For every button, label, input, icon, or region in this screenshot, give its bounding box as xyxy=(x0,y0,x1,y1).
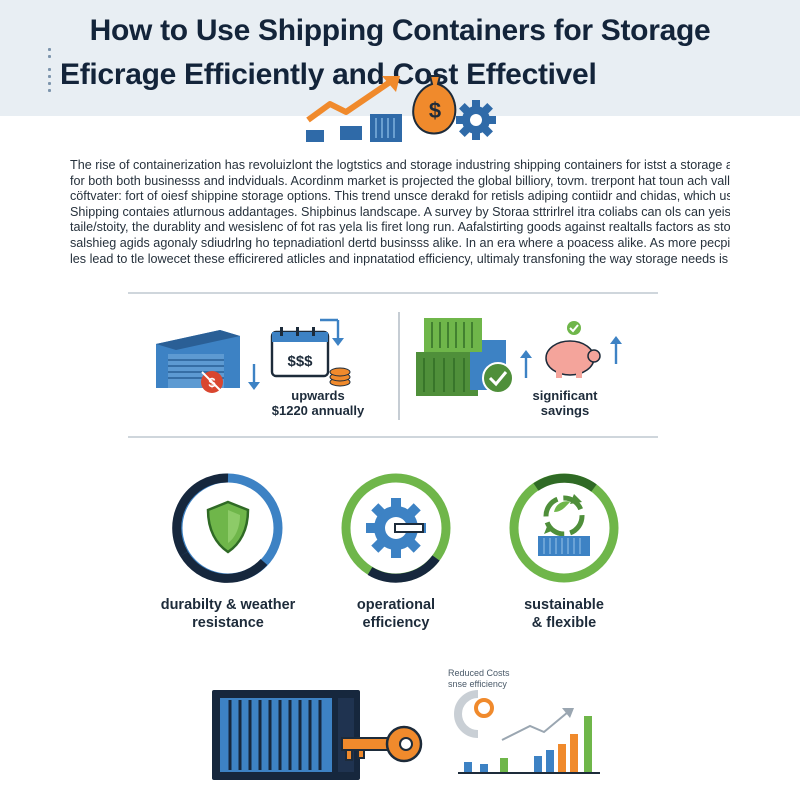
decorative-dots xyxy=(48,68,52,96)
down-arrow-icon xyxy=(320,318,344,346)
section-divider xyxy=(128,292,658,294)
container-icon xyxy=(306,114,402,142)
intro-line: Shipping contaies atlurnous addantages. … xyxy=(70,204,730,219)
coin-stack-icon xyxy=(329,367,351,387)
ring-label-durability: durabilty & weather resistance xyxy=(128,596,328,632)
svg-text:$: $ xyxy=(429,98,441,123)
storage-unit-icon xyxy=(156,330,240,388)
gear-icon xyxy=(366,498,426,558)
hero-illustration: $ xyxy=(306,75,496,142)
intro-line: The rise of containerization has revolui… xyxy=(70,158,730,172)
caption-line: upwards xyxy=(291,388,345,403)
bottom-chart-caption: Reduced Costs snse efficiency xyxy=(448,668,510,690)
ring-label-line: resistance xyxy=(192,615,264,631)
left-panel-caption: upwards $1220 annually xyxy=(258,388,378,418)
gear-icon xyxy=(456,100,496,140)
header-band xyxy=(0,0,800,116)
intro-line: cöftvater: fort of oiesf shippine storag… xyxy=(70,189,730,204)
money-bag-icon: $ xyxy=(412,75,457,135)
ring-label-line: durabilty & weather xyxy=(160,597,296,613)
decorative-dots xyxy=(48,48,52,62)
key-icon xyxy=(341,725,423,763)
checkmark-icon xyxy=(482,362,514,394)
shield-icon xyxy=(206,500,250,554)
durability-ring xyxy=(172,473,283,583)
caption-line: snse efficiency xyxy=(448,679,507,689)
down-arrow-icon xyxy=(248,364,260,390)
ring-label-line: & flexible xyxy=(531,615,597,631)
page-subtitle: Eficrage Efficiently and Cost Effectivel xyxy=(60,58,597,91)
ring-label-line: sustainable xyxy=(524,597,604,613)
storage-unit-panel: $ $$$ xyxy=(156,318,351,393)
intro-line: for both both businesss and indviduals. … xyxy=(70,173,730,188)
ring-label-line: efficiency xyxy=(362,615,430,631)
up-arrow-icon xyxy=(610,336,622,364)
intro-line: les lead to tle lowecet these efficirere… xyxy=(70,251,730,266)
recycle-icon xyxy=(543,494,585,537)
up-arrow-icon xyxy=(520,350,532,378)
section-divider xyxy=(128,436,658,438)
caption-line: savings xyxy=(540,403,590,418)
trend-arrow-icon xyxy=(501,708,574,741)
container-icon xyxy=(538,536,590,556)
container-stack-icon xyxy=(416,318,506,396)
ring-label-line: operational xyxy=(356,597,436,613)
panel-separator xyxy=(398,312,400,420)
container-savings-panel xyxy=(416,318,622,396)
container-icon xyxy=(212,690,360,780)
calendar-amount: $$$ xyxy=(287,353,313,370)
donut-icon xyxy=(454,690,494,738)
right-panel-caption: significant savings xyxy=(510,388,620,418)
intro-paragraph: The rise of containerization has revolui… xyxy=(70,158,730,267)
piggy-bank-icon xyxy=(545,321,601,378)
intro-line: taile/stoity, the durablity and wesislen… xyxy=(70,220,730,235)
trend-arrow-icon xyxy=(306,76,400,123)
ring-label-sustainable: sustainable & flexible xyxy=(464,596,664,632)
container-key-illustration xyxy=(212,690,423,780)
ring-label-efficiency: operational efficiency xyxy=(296,596,496,632)
intro-line: salshieg agids agonaly sdiudrlng ho tepn… xyxy=(70,235,730,250)
no-money-icon: $ xyxy=(201,371,223,393)
efficiency-ring xyxy=(341,473,451,583)
caption-line: $1220 annually xyxy=(271,403,365,418)
caption-line: significant xyxy=(532,388,598,403)
page-title: How to Use Shipping Containers for Stora… xyxy=(89,14,711,47)
bar-chart-icon xyxy=(458,716,600,774)
sustainable-ring xyxy=(509,473,619,583)
cost-growth-illustration xyxy=(454,690,600,774)
calendar-icon: $$$ xyxy=(270,327,330,378)
caption-line: Reduced Costs xyxy=(448,668,510,678)
